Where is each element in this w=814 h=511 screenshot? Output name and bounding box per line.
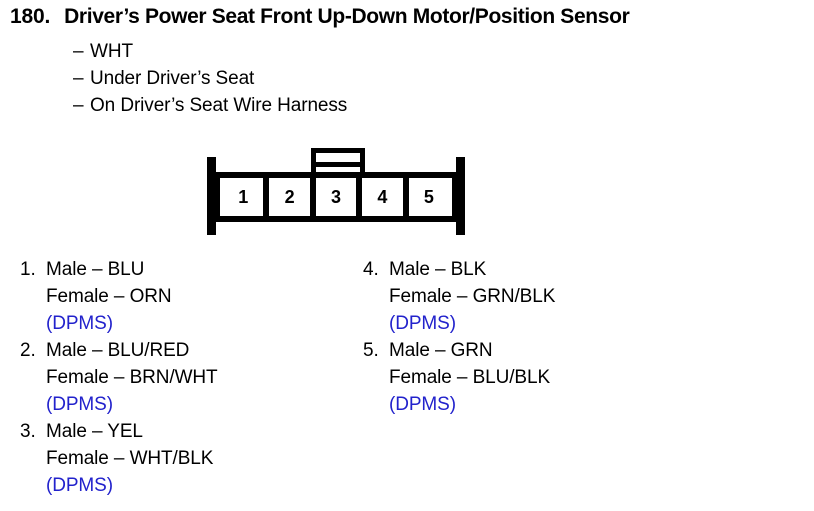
pin-list-column-left: 1. Male – BLU Female – ORN (DPMS) 2. Mal… [20, 256, 380, 499]
pin-list-column-right: 4. Male – BLK Female – GRN/BLK (DPMS) 5.… [363, 256, 723, 418]
connector-flange-right [456, 157, 465, 235]
pin-male-wire: Male – YEL [46, 421, 143, 442]
connector-locking-tab-icon [311, 148, 365, 176]
pin-entry: 2. Male – BLU/RED Female – BRN/WHT (DPMS… [20, 337, 380, 418]
pin-female-wire: Female – ORN [46, 286, 172, 307]
detail-label: On Driver’s Seat Wire Harness [90, 95, 348, 116]
pin-entry-number: 2. [20, 340, 36, 361]
pin-male-wire: Male – BLU [46, 259, 145, 280]
pin-note: (DPMS) [389, 394, 456, 415]
title-label: Driver’s Power Seat Front Up-Down Motor/… [64, 5, 630, 28]
detail-line: –WHT [73, 41, 773, 68]
dash-marker: – [73, 95, 84, 116]
pin-entry: 5. Male – GRN Female – BLU/BLK (DPMS) [363, 337, 723, 418]
dash-marker: – [73, 68, 84, 89]
dash-marker: – [73, 41, 84, 62]
pin-female-wire: Female – WHT/BLK [46, 448, 214, 469]
pin-entry: 4. Male – BLK Female – GRN/BLK (DPMS) [363, 256, 723, 337]
detail-label: Under Driver’s Seat [90, 68, 255, 89]
pin-male-wire: Male – BLK [389, 259, 487, 280]
pin-female-wire: Female – BRN/WHT [46, 367, 218, 388]
pin-entry-number: 4. [363, 259, 379, 280]
pin-entry: 3. Male – YEL Female – WHT/BLK (DPMS) [20, 418, 380, 499]
pin-entry-number: 5. [363, 340, 379, 361]
pin-female-wire: Female – GRN/BLK [389, 286, 556, 307]
pin-female-wire: Female – BLU/BLK [389, 367, 551, 388]
connector-pin-5: 5 [402, 176, 453, 218]
detail-line: –Under Driver’s Seat [73, 68, 773, 95]
connector-pin-3: 3 [309, 176, 360, 218]
pin-note: (DPMS) [46, 475, 113, 496]
pin-male-wire: Male – BLU/RED [46, 340, 190, 361]
connector-pin-1: 1 [220, 178, 267, 216]
pin-note: (DPMS) [46, 313, 113, 334]
pin-description-list: 1. Male – BLU Female – ORN (DPMS) 2. Mal… [0, 256, 814, 506]
connector-pin-row: 1 2 3 4 5 [220, 176, 453, 218]
connector-pin-2: 2 [263, 176, 313, 218]
connector-diagram: 1 2 3 4 5 [207, 148, 465, 240]
connector-pin-4: 4 [356, 176, 406, 218]
pin-note: (DPMS) [46, 394, 113, 415]
tab-slot-line [316, 162, 360, 167]
pin-male-wire: Male – GRN [389, 340, 493, 361]
detail-line: –On Driver’s Seat Wire Harness [73, 95, 773, 122]
pin-entry: 1. Male – BLU Female – ORN (DPMS) [20, 256, 380, 337]
connector-flange-left [207, 157, 216, 235]
pin-entry-number: 3. [20, 421, 36, 442]
pin-entry-number: 1. [20, 259, 36, 280]
pin-note: (DPMS) [389, 313, 456, 334]
page-title: 180. Driver’s Power Seat Front Up-Down Mo… [10, 5, 630, 29]
detail-label: WHT [90, 41, 133, 62]
component-details-list: –WHT –Under Driver’s Seat –On Driver’s S… [73, 41, 773, 122]
title-item-number: 180. [10, 5, 51, 28]
